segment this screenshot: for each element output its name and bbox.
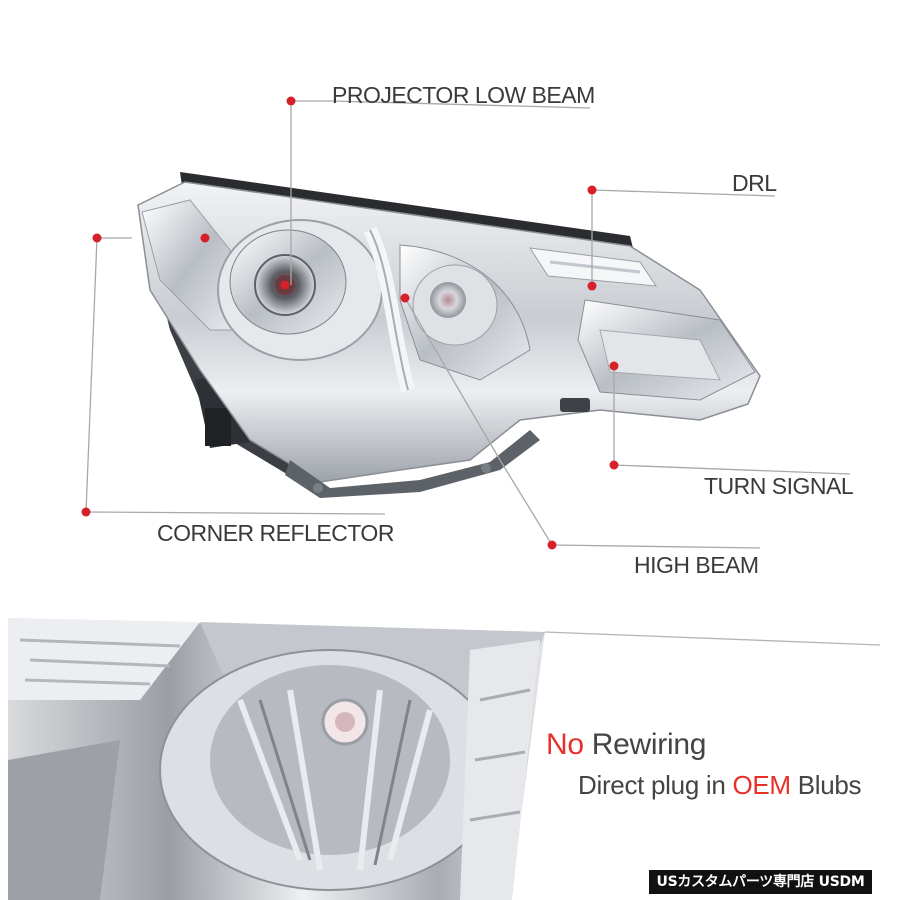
dot-high-beam-target <box>400 293 410 303</box>
tagline-rewiring: Rewiring <box>583 728 707 761</box>
tagline-accent-no: No <box>546 728 584 761</box>
closeup-photo <box>8 618 881 900</box>
dot-drl <box>587 185 597 195</box>
dot-projector-lens <box>280 280 290 290</box>
dot-corner-reflector-bottom <box>81 507 91 517</box>
dot-turn-signal <box>609 460 619 470</box>
dot-corner-reflector <box>92 233 102 243</box>
dot-high-beam <box>547 540 557 550</box>
callout-dots <box>81 96 619 550</box>
tagline-blubs: Blubs <box>790 770 862 800</box>
shop-watermark: USカスタムパーツ専門店 USDM <box>649 870 872 894</box>
dot-drl-target <box>587 281 597 291</box>
dot-corner-reflector-target <box>200 233 210 243</box>
label-high-beam: HIGH BEAM <box>634 552 759 578</box>
dot-turn-signal-target <box>609 361 619 371</box>
headlight-assembly <box>137 172 761 498</box>
dot-projector-low-beam <box>286 96 296 106</box>
label-turn-signal: TURN SIGNAL <box>704 473 854 499</box>
callout-lines <box>85 100 851 549</box>
label-corner-reflector: CORNER REFLECTOR <box>157 520 394 546</box>
label-drl: DRL <box>732 170 777 196</box>
tagline-direct-plug: Direct plug in OEM Blubs <box>578 770 862 801</box>
tagline-no-rewiring: No Rewiring <box>546 728 706 762</box>
tagline-accent-oem: OEM <box>732 770 791 800</box>
tagline-direct-plug-text: Direct plug in <box>578 770 733 800</box>
label-projector-low-beam: PROJECTOR LOW BEAM <box>332 82 595 108</box>
